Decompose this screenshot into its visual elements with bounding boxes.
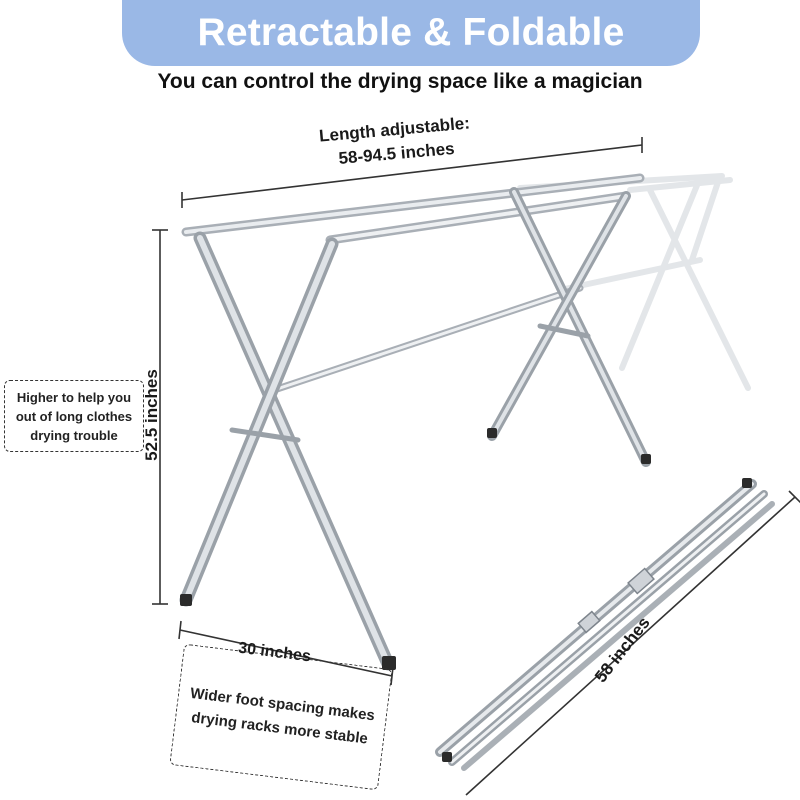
height-label: 52.5 inches [141, 369, 161, 461]
folded-rack-feet [442, 478, 752, 762]
folded-rack [435, 479, 775, 771]
title-banner: Retractable & Foldable [122, 0, 700, 66]
folded-dimension-line [465, 490, 800, 796]
height-dimension-line [152, 229, 168, 605]
rack-feet [180, 428, 651, 670]
extended-rack-ghost [517, 173, 751, 391]
banner-title: Retractable & Foldable [197, 11, 625, 54]
height-note-line: drying trouble [30, 427, 118, 443]
rack-frame [179, 173, 651, 671]
height-note-box: Higher to help you out of long clothes d… [4, 380, 144, 452]
length-dimension-line [181, 137, 643, 208]
height-note-line: out of long clothes [15, 408, 133, 424]
foot-note-box: Wider foot spacing makes drying racks mo… [169, 643, 393, 791]
subtitle: You can control the drying space like a … [157, 70, 643, 93]
height-note-line: Higher to help you [16, 389, 132, 405]
